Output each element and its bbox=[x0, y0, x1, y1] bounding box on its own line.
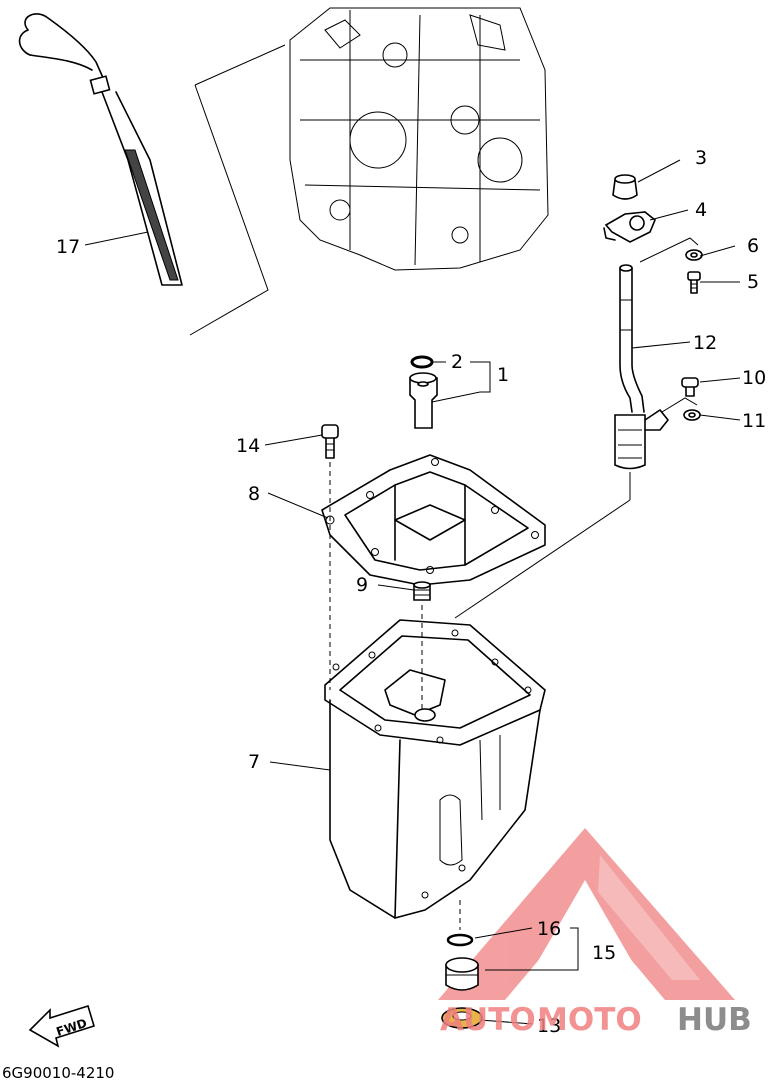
callout-13: 13 bbox=[537, 1015, 561, 1037]
washer-6 bbox=[685, 249, 703, 261]
washer-11 bbox=[683, 409, 701, 421]
gasket-13 bbox=[441, 1007, 483, 1029]
bolt-14 bbox=[321, 424, 339, 690]
watermark-text-auto: AUTO bbox=[440, 1002, 536, 1038]
o-ring-16 bbox=[446, 933, 474, 947]
spring-9 bbox=[413, 581, 431, 715]
callout-11: 11 bbox=[742, 410, 766, 432]
callout-1: 1 bbox=[497, 364, 509, 386]
forward-arrow-icon: FWD bbox=[28, 1004, 95, 1048]
callout-14: 14 bbox=[236, 435, 260, 457]
strainer-to-pan-line bbox=[454, 499, 631, 619]
callout-10: 10 bbox=[742, 367, 766, 389]
callout-8: 8 bbox=[248, 483, 260, 505]
drain-plug-15 bbox=[445, 957, 479, 991]
callout-17: 17 bbox=[56, 236, 80, 258]
oil-pan-7 bbox=[324, 619, 546, 930]
callout-5: 5 bbox=[747, 271, 759, 293]
cap-3 bbox=[612, 174, 638, 200]
callout-3: 3 bbox=[695, 147, 707, 169]
clamp-4 bbox=[603, 211, 656, 243]
watermark-triangle-inner bbox=[530, 880, 640, 975]
watermark-triangle-flare bbox=[598, 855, 700, 980]
relief-valve-1 bbox=[409, 372, 438, 429]
callout-7: 7 bbox=[248, 751, 260, 773]
dipstick-17 bbox=[18, 13, 183, 286]
strainer-bolt-bracket bbox=[661, 397, 698, 413]
callout-4: 4 bbox=[695, 199, 707, 221]
watermark-text-hub: HUB bbox=[677, 1002, 752, 1038]
callout-9: 9 bbox=[356, 574, 368, 596]
oil-strainer-tube-12 bbox=[614, 264, 669, 500]
watermark-wordmark: AUTO MOTO HUB bbox=[440, 1002, 752, 1038]
gasket-8 bbox=[321, 454, 546, 586]
callout-2: 2 bbox=[451, 351, 463, 373]
drawing-code: 6G90010-4210 bbox=[2, 1064, 114, 1082]
bolt-10 bbox=[681, 377, 699, 397]
watermark-logo bbox=[438, 828, 735, 1000]
bolt-5 bbox=[687, 271, 701, 294]
clamp-group-bracket bbox=[639, 237, 699, 263]
drain-group-bracket bbox=[485, 927, 579, 971]
leader-lines bbox=[84, 159, 741, 1025]
watermark-text-moto: MOTO bbox=[537, 1002, 642, 1038]
callout-16: 16 bbox=[537, 918, 561, 940]
callout-15: 15 bbox=[592, 942, 616, 964]
engine-block bbox=[289, 7, 549, 271]
callout-12: 12 bbox=[693, 332, 717, 354]
o-ring-2 bbox=[410, 355, 434, 369]
callout-6: 6 bbox=[747, 235, 759, 257]
dipstick-reference-lines bbox=[189, 44, 286, 336]
